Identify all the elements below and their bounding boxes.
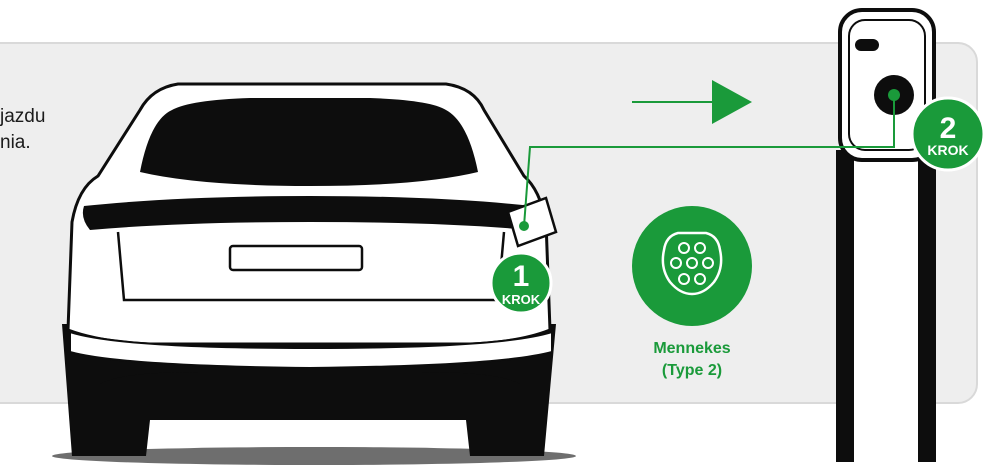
charging-station-icon (836, 10, 936, 462)
step-2-badge: 2 KROK (912, 98, 984, 170)
car-port-dot (519, 221, 529, 231)
car-icon (62, 84, 556, 456)
type2-socket-icon (632, 206, 752, 326)
step-2-number: 2 (940, 112, 957, 145)
arrow-right-icon (632, 80, 752, 124)
connector-name-line2: (Type 2) (662, 362, 722, 379)
step-1-label: KROK (502, 292, 541, 307)
step-2-label: KROK (927, 142, 968, 158)
step-1-number: 1 (513, 260, 530, 293)
step-1-badge: 1 KROK (491, 253, 551, 313)
connector-name-line1: Mennekes (653, 340, 730, 357)
